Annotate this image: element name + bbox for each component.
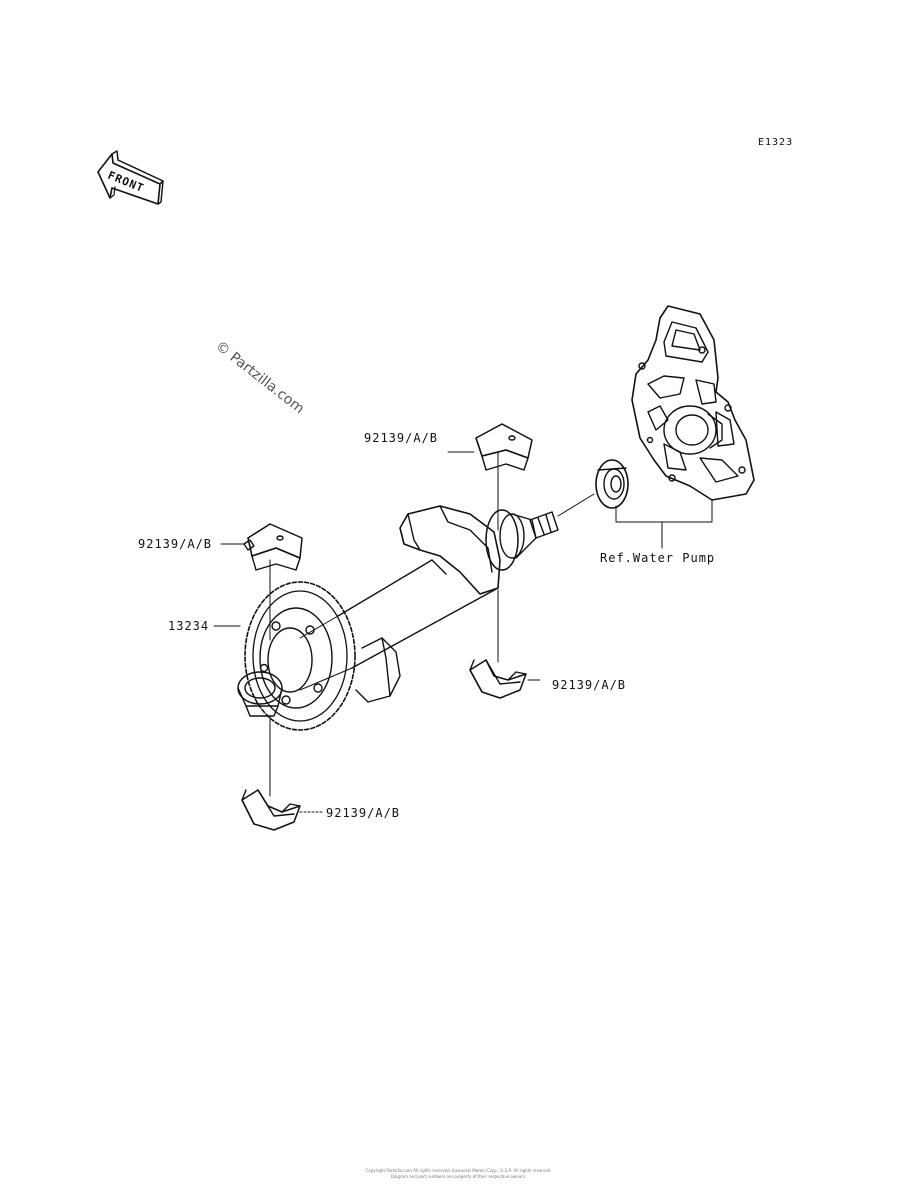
footer-line-2: Diagram and part numbers are property of… <box>390 1174 527 1179</box>
water-pump-seal <box>596 460 628 508</box>
callout-bearing-lower-right[interactable]: 92139/A/B <box>552 678 627 692</box>
balancer-shaft <box>300 506 558 702</box>
callout-bearing-upper-right[interactable]: 92139/A/B <box>364 431 439 445</box>
balancer-gear <box>238 582 355 730</box>
callout-bearing-upper-left[interactable]: 92139/A/B <box>138 537 213 551</box>
diagram-id: E1323 <box>758 137 794 148</box>
bearing-lower-left <box>242 790 300 830</box>
bearing-lower-right <box>470 660 526 698</box>
water-pump-cover <box>632 306 754 500</box>
leader-lines <box>214 452 712 812</box>
callout-bearing-lower-left[interactable]: 92139/A/B <box>326 806 401 820</box>
callout-water-pump-ref[interactable]: Ref.Water Pump <box>600 551 716 565</box>
front-arrow-icon: FRONT <box>98 151 163 204</box>
bearing-upper-right <box>476 424 532 470</box>
bearing-upper-left <box>244 524 302 570</box>
footer-line-1: Copyright Partzilla.com All rights reser… <box>365 1168 552 1173</box>
callout-gear[interactable]: 13234 <box>168 619 210 633</box>
